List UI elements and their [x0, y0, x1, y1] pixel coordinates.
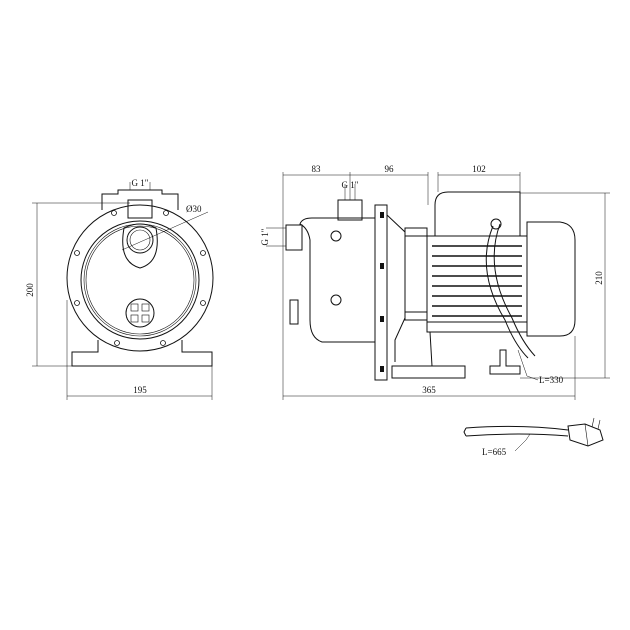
side-inlet-label: G 1": [260, 228, 270, 245]
motor-body: [426, 235, 528, 323]
outlet-boss: [122, 223, 158, 269]
plug-upper: [330, 230, 342, 242]
outlet-nozzle: [127, 199, 153, 219]
rear-foot: [489, 349, 521, 375]
power-cord-detail: L=665: [463, 417, 604, 457]
side-length-label: 365: [422, 385, 436, 395]
side-height-label: 210: [594, 271, 604, 285]
cord-length-label: L=665: [482, 447, 507, 457]
cord: [465, 425, 569, 437]
volute-ring: [80, 220, 200, 340]
hole-diameter-label: Ø30: [186, 204, 202, 214]
drain-grille: [125, 298, 155, 328]
dim-83: 83: [312, 164, 322, 174]
inlet-nozzle: [285, 224, 303, 251]
label-plate: [289, 299, 299, 325]
front-base: [71, 340, 213, 367]
side-outlet-label: G 1": [342, 180, 359, 190]
power-cable: [485, 223, 536, 359]
bracket: [386, 214, 406, 362]
front-height-label: 200: [25, 283, 35, 297]
pump-flange: [374, 204, 388, 381]
plug-lower: [330, 294, 342, 306]
pump-volute: [299, 217, 376, 343]
dim-96: 96: [385, 164, 395, 174]
flange-bolts: [74, 210, 206, 346]
front-view: 200 195 G 1" Ø30: [25, 178, 214, 400]
front-width-label: 195: [133, 385, 147, 395]
fan-cover: [526, 221, 576, 337]
side-view: 83 96 102 G 1" G 1" 210 365 L=330: [260, 164, 610, 400]
dim-102: 102: [472, 164, 486, 174]
outlet-nozzle-side: [337, 199, 363, 221]
cable-length-label: L=330: [539, 375, 564, 385]
cable-gland: [490, 218, 502, 230]
side-base: [391, 331, 466, 379]
terminal-box: [434, 191, 521, 236]
front-outlet-label: G 1": [132, 178, 149, 188]
cooling-fins: [432, 245, 522, 317]
motor-top-outline: [101, 189, 179, 210]
hole-30: [126, 226, 154, 254]
flange-outer: [66, 204, 214, 352]
flange-bolts-side: [380, 212, 384, 372]
